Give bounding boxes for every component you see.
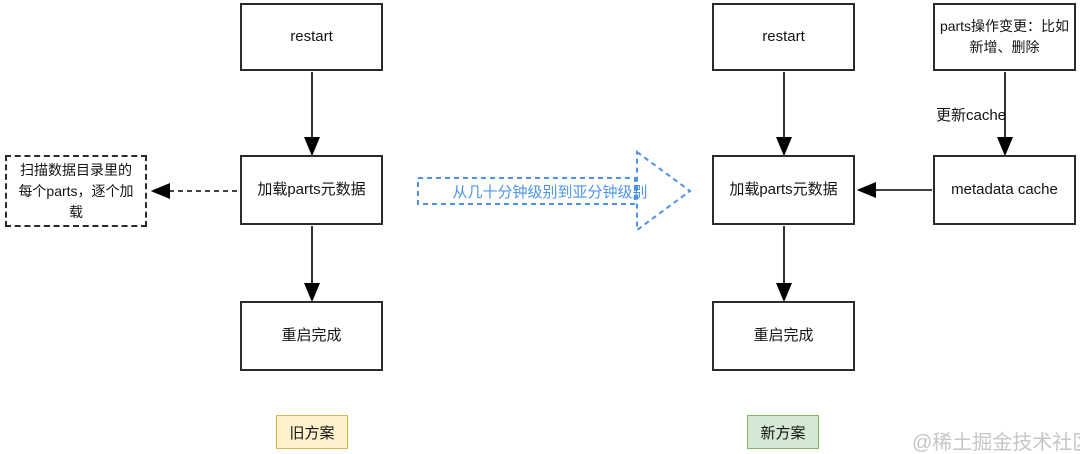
new-scheme-tag: 新方案	[747, 415, 819, 449]
node-old-restart-done-label: 重启完成	[281, 326, 342, 344]
node-new-load-parts-label: 加载parts元数据	[729, 180, 838, 198]
node-new-restart: restart	[712, 3, 855, 71]
node-new-restart-done: 重启完成	[712, 301, 855, 371]
node-old-restart-label: restart	[290, 27, 333, 45]
node-new-load-parts: 加载parts元数据	[712, 155, 855, 225]
node-new-restart-label: restart	[762, 27, 805, 45]
watermark: @稀土掘金技术社区	[912, 432, 1080, 454]
old-scheme-tag-label: 旧方案	[289, 424, 335, 442]
node-old-scan-note-label: 扫描数据目录里的每个parts，逐个加载	[18, 161, 134, 220]
old-scheme-tag: 旧方案	[276, 415, 348, 449]
transition-label: 从几十分钟级别到亚分钟级别	[452, 183, 648, 201]
node-old-restart: restart	[240, 3, 383, 71]
node-old-load-parts-label: 加载parts元数据	[257, 180, 366, 198]
node-new-restart-done-label: 重启完成	[753, 326, 814, 344]
transition-block-arrow	[417, 150, 692, 232]
node-parts-ops-change: parts操作变更：比如新增、删除	[933, 3, 1076, 71]
node-old-load-parts: 加载parts元数据	[240, 155, 383, 225]
node-old-scan-note: 扫描数据目录里的每个parts，逐个加载	[5, 155, 147, 227]
node-metadata-cache-label: metadata cache	[951, 180, 1058, 198]
node-parts-ops-change-label: parts操作变更：比如新增、删除	[939, 18, 1070, 55]
node-metadata-cache: metadata cache	[933, 155, 1076, 225]
edge-label-update-cache: 更新cache	[936, 107, 1007, 124]
new-scheme-tag-label: 新方案	[760, 424, 806, 442]
node-old-restart-done: 重启完成	[240, 301, 383, 371]
